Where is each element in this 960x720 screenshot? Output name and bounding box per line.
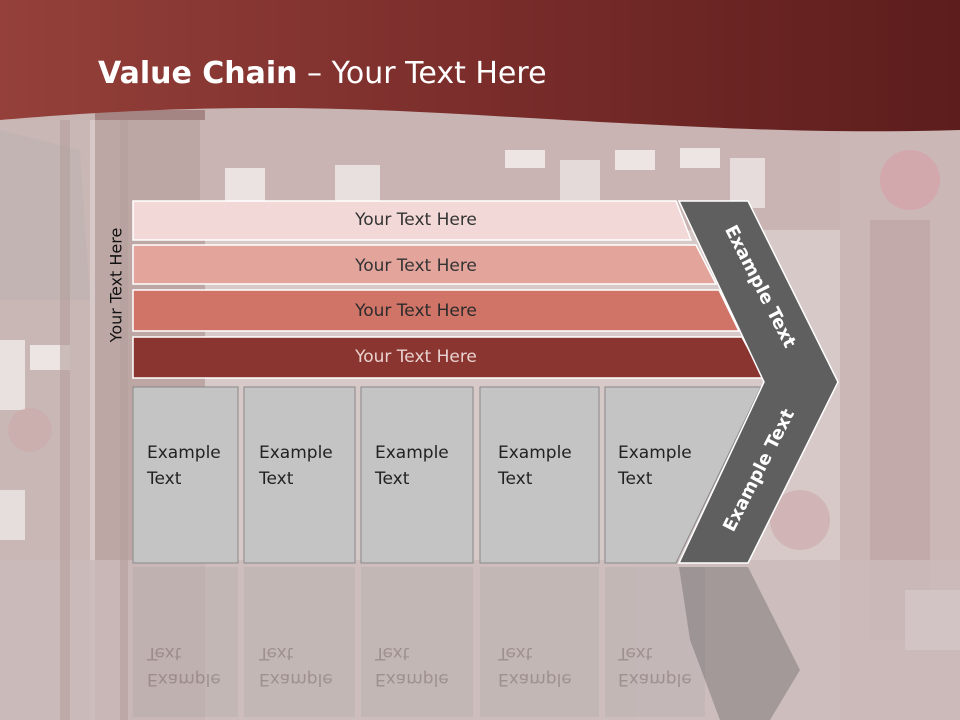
activity-label-4-line1: Example (498, 443, 572, 463)
activity-label-1: Example Text (147, 440, 247, 492)
activity-label-2-line2: Text (259, 469, 294, 489)
activity-box-2 (243, 386, 356, 564)
activity-label-1-line2: Text (147, 469, 182, 489)
activity-label-5-line2: Text (618, 469, 653, 489)
activity-box-1 (132, 386, 239, 564)
support-bar-1 (132, 200, 693, 241)
activity-box-4 (479, 386, 600, 564)
support-bar-label-4: Your Text Here (355, 347, 477, 367)
activity-label-5: Example Text (618, 440, 718, 492)
title-bold: Value Chain (98, 56, 298, 91)
activity-label-1-line1: Example (147, 443, 221, 463)
support-bar-2 (132, 244, 718, 285)
activity-label-4-line2: Text (498, 469, 533, 489)
activity-box-3 (360, 386, 474, 564)
activity-label-3-line2: Text (375, 469, 410, 489)
title-banner (0, 0, 960, 132)
activity-label-4: Example Text (498, 440, 598, 492)
margin-chevron (677, 200, 839, 564)
chevron-reflection (679, 567, 800, 720)
activity-label-2-line1: Example (259, 443, 333, 463)
activity-label-5-line1: Example (618, 443, 692, 463)
support-bar-label-3: Your Text Here (355, 301, 477, 321)
page-title: Value Chain – Your Text Here (98, 52, 547, 96)
support-bar-3 (132, 289, 741, 332)
support-bar-label-1: Your Text Here (355, 210, 477, 230)
activity-label-2: Example Text (259, 440, 359, 492)
activity-box-5 (604, 386, 762, 564)
diagram-reflection (133, 567, 705, 717)
activity-label-3: Example Text (375, 440, 475, 492)
title-rest: – Your Text Here (297, 56, 547, 91)
support-bar-label-2: Your Text Here (355, 256, 477, 276)
activity-label-3-line1: Example (375, 443, 449, 463)
